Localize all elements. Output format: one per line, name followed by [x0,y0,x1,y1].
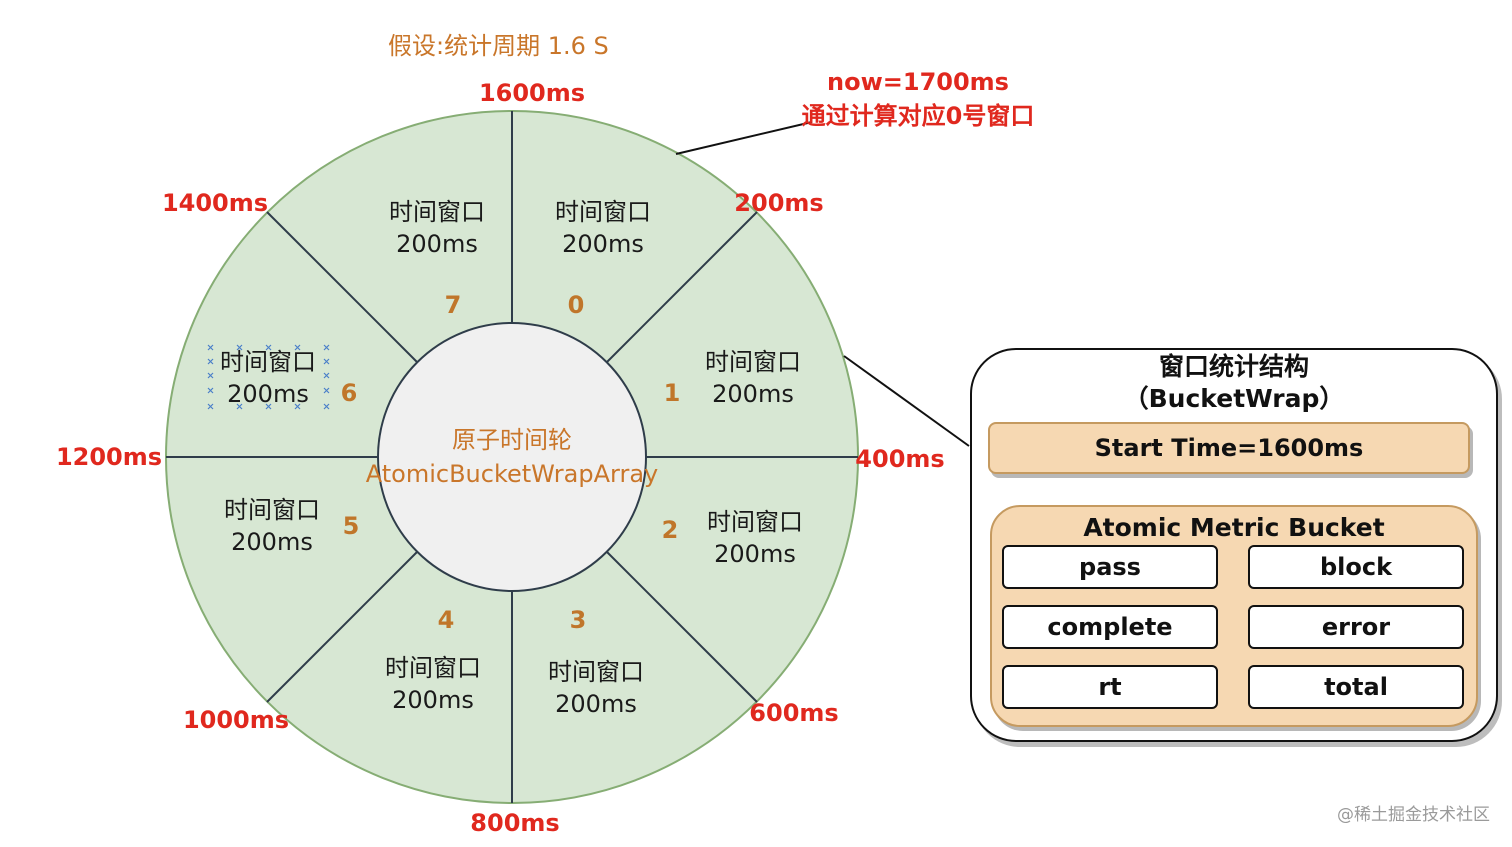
window-duration: 200ms [714,540,796,568]
window-duration: 200ms [231,528,313,556]
boundary-label-600ms: 600ms [749,699,838,727]
metric-complete: complete [1002,605,1218,649]
boundary-label-400ms: 400ms [855,445,944,473]
bucketwrap-callout-line [843,355,970,447]
window-2: 时间窗口 200ms 2 [662,508,803,568]
bucket-wrap-title: 窗口统计结构 [1158,352,1309,381]
window-7: 时间窗口 200ms 7 [389,198,485,319]
window-label: 时间窗口 [548,658,644,686]
window-duration: 200ms [227,380,309,408]
divider-45deg [606,211,758,363]
now-callout-line [675,121,813,155]
window-index: 3 [570,606,587,634]
window-label: 时间窗口 [224,496,320,524]
window-6: 时间窗口 200ms 6 [220,348,357,408]
metric-rt: rt [1002,665,1218,709]
atomic-metric-bucket: Atomic Metric Bucket pass block complete… [990,505,1478,727]
window-duration: 200ms [392,686,474,714]
boundary-label-1000ms: 1000ms [183,706,289,734]
divider-225deg [266,551,418,703]
selection-markers [207,344,330,410]
boundary-label-1200ms: 1200ms [56,443,162,471]
boundary-label-200ms: 200ms [734,189,823,217]
window-duration: 200ms [555,690,637,718]
window-label: 时间窗口 [389,198,485,226]
boundary-label-1600ms: 1600ms [479,79,585,107]
hub-subtitle: AtomicBucketWrapArray [366,460,659,488]
divider-315deg [266,211,418,363]
window-1: 时间窗口 200ms 1 [664,348,801,408]
window-label: 时间窗口 [385,654,481,682]
hub-title: 原子时间轮 [452,426,572,454]
window-index: 4 [438,606,455,634]
bucket-wrap-subtitle: （BucketWrap） [1123,384,1345,413]
now-label: now=1700ms [827,68,1009,96]
window-duration: 200ms [562,230,644,258]
window-duration: 200ms [712,380,794,408]
metric-error: error [1248,605,1464,649]
watermark: @稀土掘金技术社区 [1337,805,1490,825]
window-4: 时间窗口 200ms 4 [385,606,481,714]
window-index: 2 [662,516,679,544]
window-index: 0 [568,291,585,319]
diagram-caption: 假设:统计周期 1.6 S [388,32,609,60]
metric-total: total [1248,665,1464,709]
window-0: 时间窗口 200ms 0 [555,198,651,319]
hub-circle [377,322,647,592]
boundary-label-800ms: 800ms [470,809,559,837]
window-duration: 200ms [396,230,478,258]
now-explanation: 通过计算对应0号窗口 [802,102,1035,130]
window-label: 时间窗口 [705,348,801,376]
window-5: 时间窗口 200ms 5 [224,496,359,556]
window-index: 7 [445,291,462,319]
divider-135deg [606,551,758,703]
metric-bucket-title: Atomic Metric Bucket [1083,513,1385,542]
start-time-box: Start Time=1600ms [988,422,1470,474]
window-index: 6 [341,379,358,407]
boundary-label-1400ms: 1400ms [162,189,268,217]
window-label: 时间窗口 [707,508,803,536]
window-label: 时间窗口 [220,348,316,376]
metric-block: block [1248,545,1464,589]
window-3: 时间窗口 200ms 3 [548,606,644,718]
window-label: 时间窗口 [555,198,651,226]
sector-dividers [166,111,858,803]
bucket-wrap-panel: 窗口统计结构 （BucketWrap） Start Time=1600ms At… [970,348,1498,742]
window-index: 5 [343,512,360,540]
window-index: 1 [664,379,681,407]
metric-pass: pass [1002,545,1218,589]
